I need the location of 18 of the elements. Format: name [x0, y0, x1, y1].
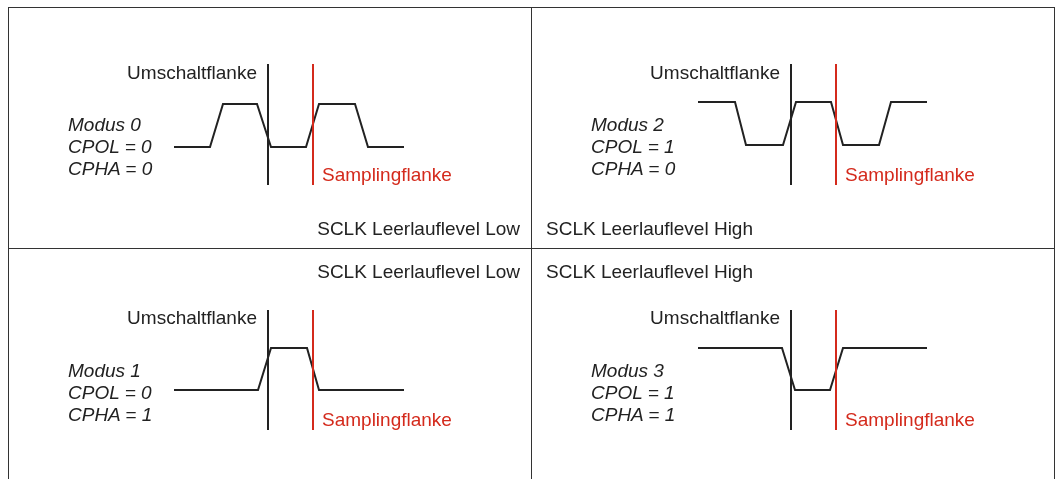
switching-flank-text: Umschaltflanke: [650, 61, 780, 85]
sampling-flank-text: Samplingflanke: [845, 408, 975, 432]
switching-flank-text: Umschaltflanke: [127, 306, 257, 330]
idle-level-label: SCLK Leerlauflevel Low: [317, 217, 520, 241]
mode-label: Modus 0 CPOL = 0 CPHA = 0: [68, 114, 154, 180]
switching-flank-text: Umschaltflanke: [127, 61, 257, 85]
idle-level-label: SCLK Leerlauflevel High: [546, 260, 753, 284]
sampling-flank-text: Samplingflanke: [322, 163, 452, 187]
sampling-flank-text: Samplingflanke: [322, 408, 452, 432]
mode-label: Modus 1 CPOL = 0 CPHA = 1: [68, 360, 154, 426]
switching-flank-text: Umschaltflanke: [650, 306, 780, 330]
idle-level-label: SCLK Leerlauflevel High: [546, 217, 753, 241]
sampling-flank-text: Samplingflanke: [845, 163, 975, 187]
mode-label: Modus 3 CPOL = 1 CPHA = 1: [591, 360, 677, 426]
idle-level-label: SCLK Leerlauflevel Low: [317, 260, 520, 284]
mode-panel: [531, 7, 1055, 249]
mode-label: Modus 2 CPOL = 1 CPHA = 0: [591, 114, 677, 180]
mode-panel: [8, 7, 532, 249]
